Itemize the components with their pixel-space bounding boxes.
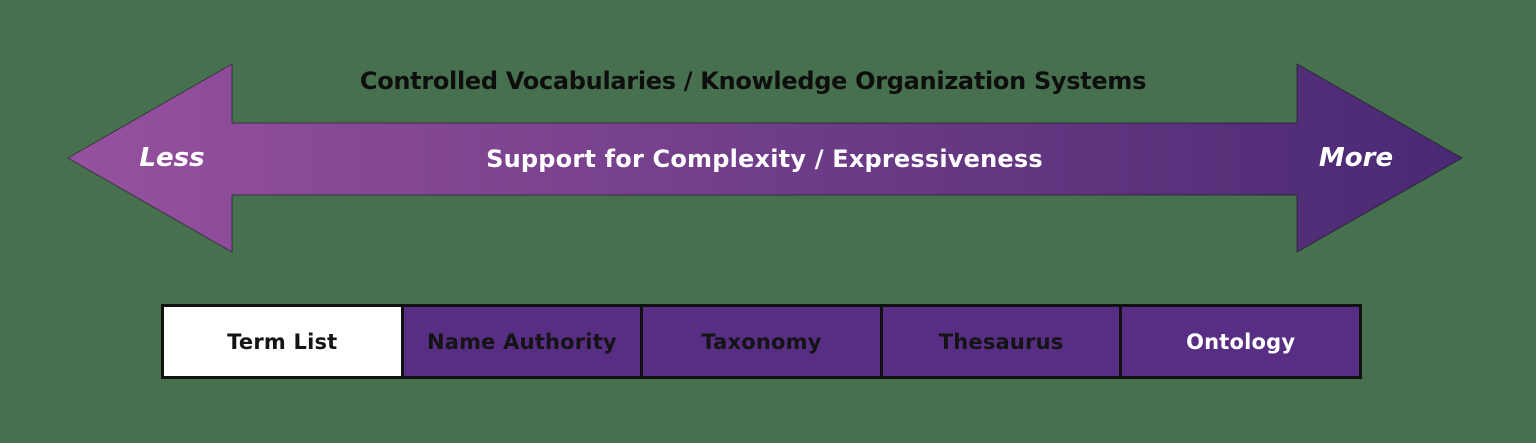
vocab-box-ontology: Ontology — [1119, 304, 1362, 379]
arrow-center-label: Support for Complexity / Expressiveness — [486, 145, 1043, 173]
diagram-title: Controlled Vocabularies / Knowledge Orga… — [359, 67, 1147, 95]
vocab-box-name-authority: Name Authority — [400, 304, 644, 379]
double-arrow-shape — [66, 63, 1464, 253]
double-arrow-graphic — [66, 63, 1464, 253]
vocabulary-spectrum-row: Term List Name Authority Taxonomy Thesau… — [161, 304, 1362, 379]
vocab-box-thesaurus: Thesaurus — [879, 304, 1123, 379]
arrow-more-label: More — [1318, 143, 1394, 173]
vocab-box-taxonomy: Taxonomy — [640, 304, 883, 379]
arrow-less-label: Less — [139, 143, 205, 173]
vocab-box-term-list: Term List — [161, 304, 404, 379]
